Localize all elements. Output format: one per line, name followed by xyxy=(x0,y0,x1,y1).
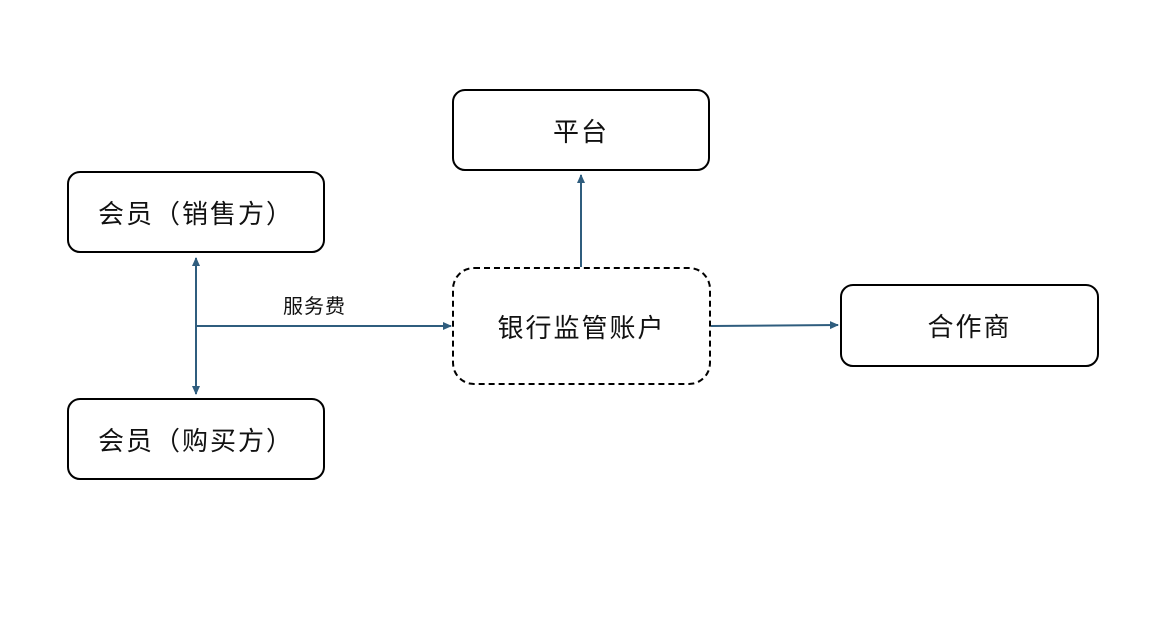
node-platform-label: 平台 xyxy=(552,117,609,148)
node-buyer-label: 会员（购买方） xyxy=(97,426,294,457)
node-platform: 平台 xyxy=(452,89,710,171)
node-partner: 合作商 xyxy=(840,284,1099,367)
arrow-bank-partner xyxy=(710,321,839,330)
node-buyer: 会员（购买方） xyxy=(67,398,325,480)
node-bank-account-label: 银行监管账户 xyxy=(497,313,666,344)
node-seller: 会员（销售方） xyxy=(67,171,325,253)
edge-label-service-fee: 服务费 xyxy=(283,294,346,318)
node-partner-label: 合作商 xyxy=(927,313,1012,343)
node-seller-label: 会员（销售方） xyxy=(97,199,294,230)
node-bank-account: 银行监管账户 xyxy=(452,267,711,385)
